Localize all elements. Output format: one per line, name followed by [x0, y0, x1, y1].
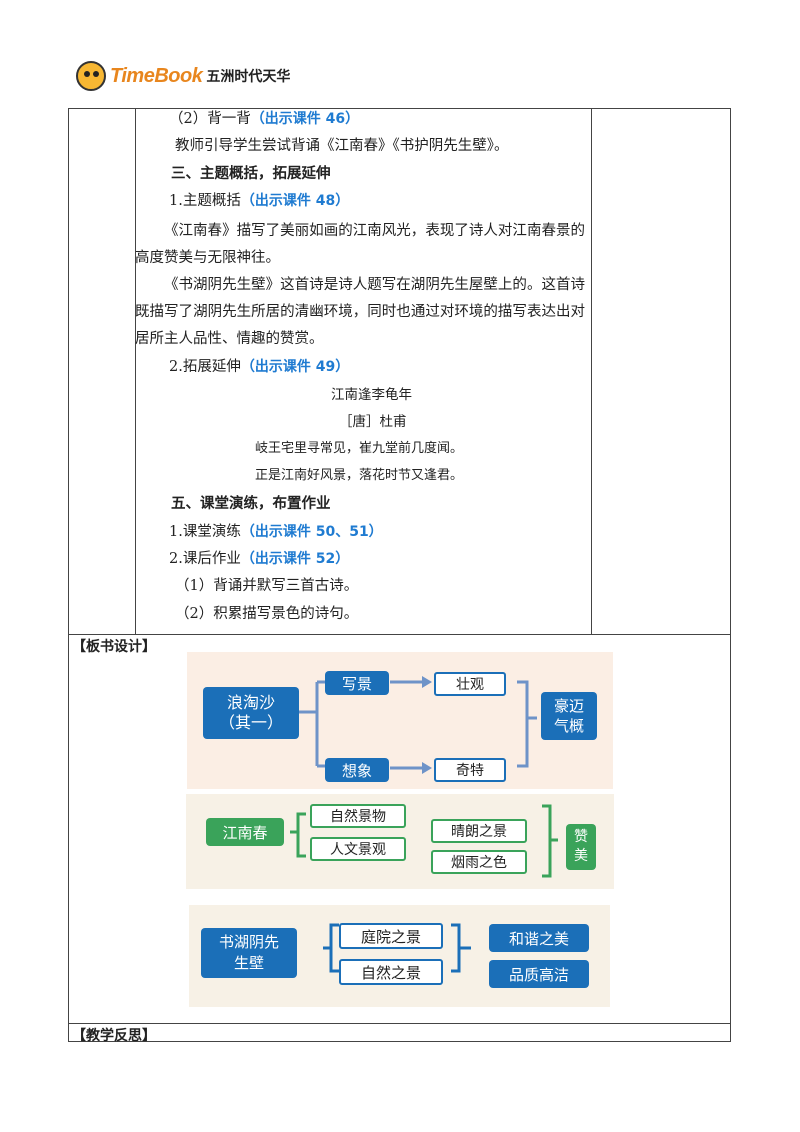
diagram-jiangnanchun: 江南春 自然景物 人文景观 晴朗之景 烟雨之色 赞美	[186, 794, 614, 889]
node-box: 想象	[325, 758, 389, 782]
text-line: 2.拓展延伸（出示课件 49）	[169, 359, 350, 375]
diagram-title-box: 书湖阴先生壁	[201, 928, 297, 978]
result-box: 和谐之美	[489, 924, 589, 952]
paragraph: 《书湖阴先生壁》这首诗是诗人题写在湖阴先生屋壁上的。这首诗既描写了湖阴先生所居的…	[135, 277, 585, 347]
board-design-title: 【板书设计】	[72, 639, 156, 655]
diagram-shuhuyin: 书湖阴先生壁 庭院之景 自然之景 和谐之美 品质高洁	[189, 905, 610, 1007]
logo-mascot-icon	[76, 61, 106, 91]
diagram-brackets	[290, 804, 558, 878]
lesson-table	[68, 108, 731, 1042]
table-row-divider	[69, 634, 730, 635]
node-box: 庭院之景	[339, 923, 443, 949]
node-box: 人文景观	[310, 837, 406, 861]
poem-line: 正是江南好风景，落花时节又逢君。	[255, 468, 464, 483]
node-box: 晴朗之景	[431, 819, 527, 843]
poem-author: ［唐］杜甫	[339, 414, 407, 430]
text-line: （2）背一背（出示课件 46）	[169, 111, 360, 127]
result-box: 豪迈气概	[541, 692, 597, 740]
node-box: 自然之景	[339, 959, 443, 985]
text-line: （2）积累描写景色的诗句。	[175, 606, 359, 622]
text-line: 1.课堂演练（出示课件 50、51）	[169, 524, 383, 540]
section-heading: 三、主题概括，拓展延伸	[171, 166, 331, 182]
section-heading: 五、课堂演练，布置作业	[171, 496, 331, 512]
node-box: 壮观	[434, 672, 506, 696]
node-box: 写景	[325, 671, 389, 695]
node-box: 烟雨之色	[431, 850, 527, 874]
logo-brand-text: TimeBook	[110, 64, 203, 87]
text-line: 2.课后作业（出示课件 52）	[169, 551, 350, 567]
diagram-connectors	[299, 676, 537, 774]
diagram-langtaosha: 浪淘沙（其一） 写景 想象 壮观 奇特 豪迈气概	[187, 652, 613, 789]
node-box: 奇特	[434, 758, 506, 782]
text-line: 教师引导学生尝试背诵《江南春》《书护阴先生壁》。	[175, 138, 509, 154]
table-row-divider	[69, 1023, 730, 1024]
result-box: 品质高洁	[489, 960, 589, 988]
diagram-title-box: 江南春	[206, 818, 284, 846]
poem-title: 江南逢李龟年	[331, 387, 412, 403]
logo-brand-cn: 五洲时代天华	[206, 69, 291, 85]
node-box: 自然景物	[310, 804, 406, 828]
text-line: （1）背诵并默写三首古诗。	[175, 578, 359, 594]
reflection-title: 【教学反思】	[72, 1028, 156, 1044]
text-line: 1.主题概括（出示课件 48）	[169, 193, 350, 209]
diagram-brackets	[323, 923, 471, 973]
poem-line: 岐王宅里寻常见，崔九堂前几度闻。	[255, 441, 464, 456]
paragraph: 《江南春》描写了美丽如画的江南风光，表现了诗人对江南春景的高度赞美与无限神往。	[135, 223, 585, 266]
result-box: 赞美	[566, 824, 596, 870]
table-divider-right	[591, 109, 592, 634]
table-divider-left	[135, 109, 136, 634]
diagram-title-box: 浪淘沙（其一）	[203, 687, 299, 739]
timebook-logo: TimeBook 五洲时代天华	[76, 60, 290, 92]
